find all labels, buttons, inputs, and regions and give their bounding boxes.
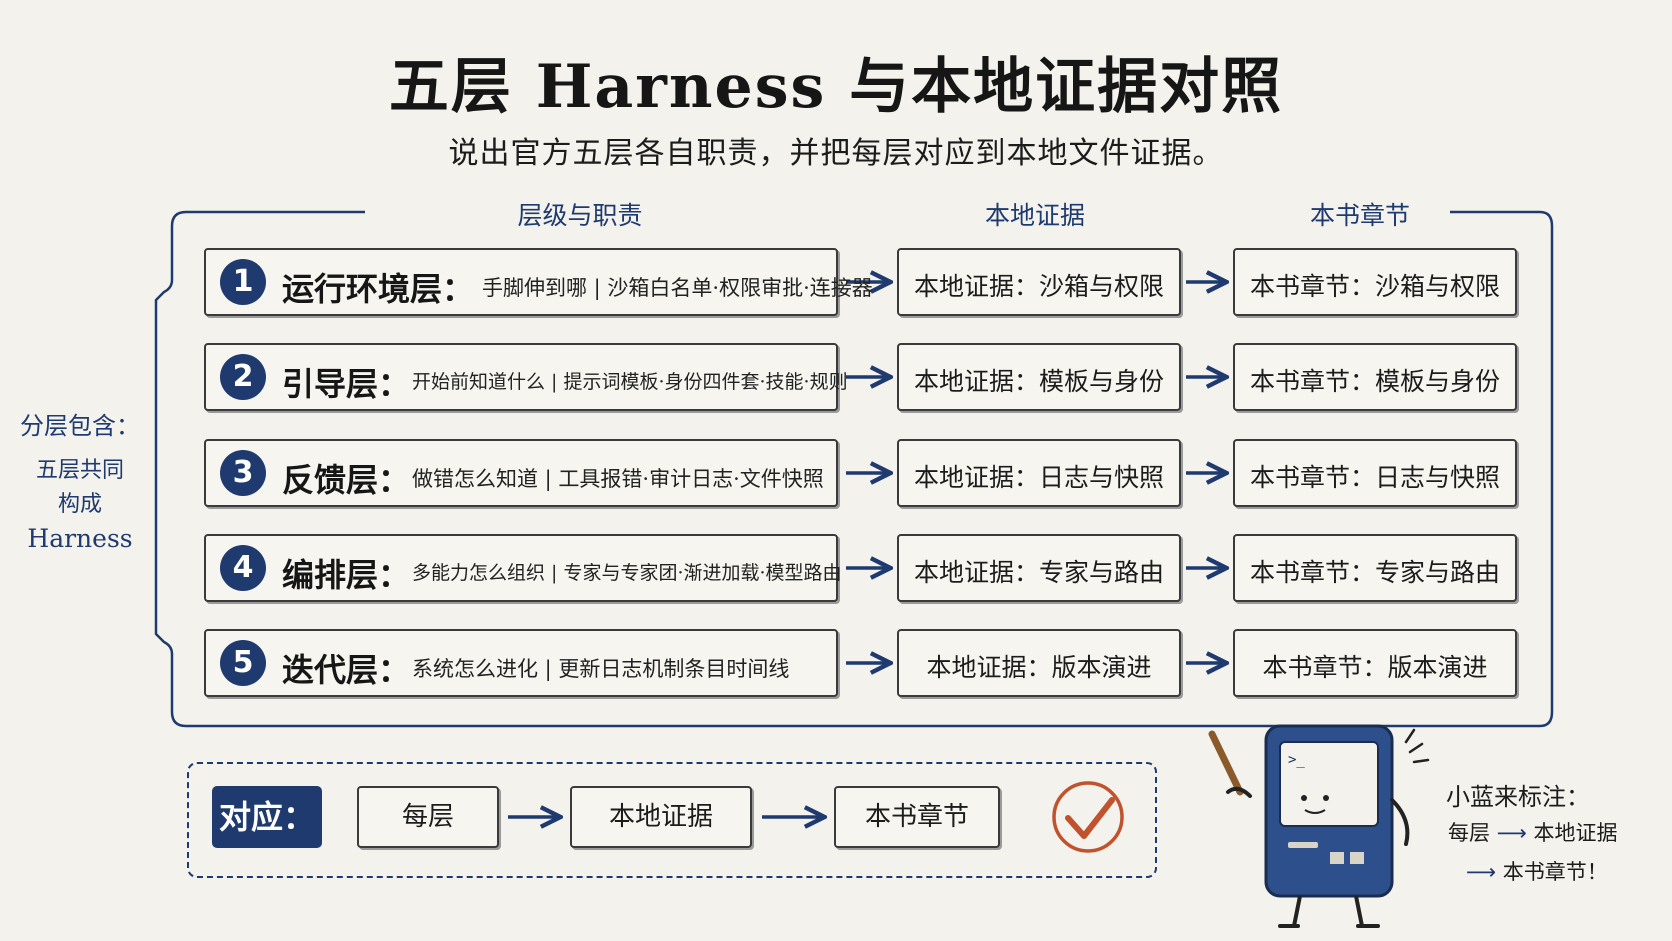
- layer-number-badge: 4: [220, 545, 266, 591]
- robot-note-heading: 小蓝来标注：: [1446, 783, 1590, 811]
- layer-description: 手脚伸到哪 | 沙箱白名单·权限审批·连接器: [482, 276, 873, 300]
- page-subtitle: 说出官方五层各自职责，并把每层对应到本地文件证据。: [448, 136, 1224, 171]
- evidence-text: 本地证据：专家与路由: [913, 558, 1164, 587]
- chapter-box-3: 本书章节：日志与快照: [1233, 439, 1517, 507]
- layer-name: 运行环境层：: [282, 270, 475, 308]
- layer-name: 反馈层：: [282, 461, 411, 499]
- column-header-chapter: 本书章节: [1309, 201, 1410, 230]
- robot-note-to: 本书章节！: [1502, 860, 1608, 884]
- robot-note-line: 每层 ⟶ 本地证据: [1448, 817, 1617, 847]
- mapping-badge: 对应：: [212, 786, 322, 848]
- layer-description: 开始前知道什么 | 提示词模板·身份四件套·技能·规则: [412, 371, 848, 393]
- chapter-text: 本书章节：模板与身份: [1249, 367, 1500, 396]
- column-header-evidence: 本地证据: [984, 201, 1085, 230]
- side-label-line: 构成: [57, 492, 102, 517]
- side-label-line: Harness: [27, 524, 133, 553]
- page-title: 五层 Harness 与本地证据对照: [388, 52, 1284, 122]
- layer-description: 做错怎么知道 | 工具报错·审计日志·文件快照: [412, 467, 824, 491]
- flow-step-evidence: 本地证据: [570, 786, 752, 848]
- arrow-right-icon: ⟶: [1496, 821, 1527, 845]
- robot-note-to: 本地证据: [1533, 821, 1618, 845]
- layer-description: 系统怎么进化 | 更新日志机制条目时间线: [412, 657, 790, 681]
- evidence-box-4: 本地证据：专家与路由: [897, 534, 1181, 602]
- svg-text:>_: >_: [1288, 752, 1305, 768]
- robot-note-from: 每层: [1448, 821, 1490, 845]
- evidence-text: 本地证据：版本演进: [926, 653, 1152, 682]
- evidence-box-5: 本地证据：版本演进: [897, 629, 1181, 697]
- layer-row-2: 2 引导层： 开始前知道什么 | 提示词模板·身份四件套·技能·规则: [204, 343, 848, 411]
- layer-number-badge: 1: [220, 259, 266, 305]
- arrow-right-icon: ⟶: [1466, 860, 1497, 884]
- flow-step-chapter: 本书章节: [834, 786, 1000, 848]
- robot-mascot-icon: >_: [1208, 724, 1430, 928]
- chapter-text: 本书章节：专家与路由: [1249, 558, 1500, 587]
- layer-number-badge: 3: [220, 450, 266, 496]
- evidence-text: 本地证据：日志与快照: [913, 463, 1164, 492]
- side-label-heading: 分层包含：: [20, 412, 140, 440]
- mapping-summary-frame: [187, 762, 1157, 878]
- chapter-box-2: 本书章节：模板与身份: [1233, 343, 1517, 411]
- chapter-text: 本书章节：沙箱与权限: [1249, 272, 1500, 301]
- layer-number-badge: 5: [220, 640, 266, 686]
- evidence-text: 本地证据：沙箱与权限: [913, 272, 1164, 301]
- robot-note-line: ⟶ 本书章节！: [1466, 856, 1608, 886]
- chapter-box-5: 本书章节：版本演进: [1233, 629, 1517, 697]
- layer-number-badge: 2: [220, 354, 266, 400]
- layer-name: 编排层：: [282, 556, 411, 594]
- layer-row-3: 3 反馈层： 做错怎么知道 | 工具报错·审计日志·文件快照: [204, 439, 838, 507]
- evidence-box-1: 本地证据：沙箱与权限: [897, 248, 1181, 316]
- row-arrows: [846, 282, 1224, 663]
- layer-row-4: 4 编排层： 多能力怎么组织 | 专家与专家团·渐进加载·模型路由: [204, 534, 842, 602]
- side-label-line: 五层共同: [35, 458, 124, 483]
- chapter-box-1: 本书章节：沙箱与权限: [1233, 248, 1517, 316]
- flow-step-layer: 每层: [357, 786, 499, 848]
- chapter-text: 本书章节：版本演进: [1262, 653, 1488, 682]
- check-icon: [1052, 781, 1124, 853]
- chapter-text: 本书章节：日志与快照: [1249, 463, 1500, 492]
- layer-description: 多能力怎么组织 | 专家与专家团·渐进加载·模型路由: [412, 562, 842, 584]
- side-label-body: 五层共同 构成 Harness: [20, 454, 140, 556]
- layer-row-1: 1 运行环境层： 手脚伸到哪 | 沙箱白名单·权限审批·连接器: [204, 248, 873, 316]
- evidence-text: 本地证据：模板与身份: [913, 367, 1164, 396]
- layer-name: 迭代层：: [282, 651, 411, 689]
- layer-row-5: 5 迭代层： 系统怎么进化 | 更新日志机制条目时间线: [204, 629, 838, 697]
- layer-name: 引导层：: [282, 365, 411, 403]
- column-header-layer: 层级与职责: [517, 201, 643, 230]
- frame-bracket: [154, 210, 1554, 728]
- evidence-box-3: 本地证据：日志与快照: [897, 439, 1181, 507]
- chapter-box-4: 本书章节：专家与路由: [1233, 534, 1517, 602]
- evidence-box-2: 本地证据：模板与身份: [897, 343, 1181, 411]
